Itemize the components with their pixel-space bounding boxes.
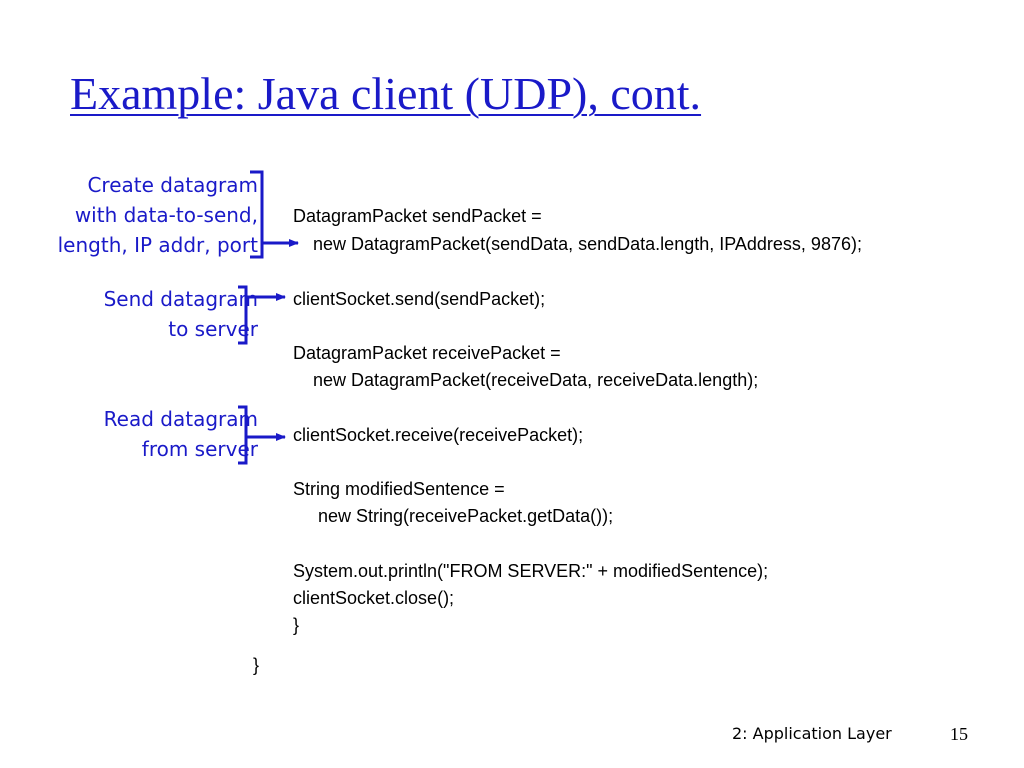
code-line: new DatagramPacket(receiveData, receiveD… [313, 370, 759, 390]
annotation-line: with data-to-send, [74, 203, 258, 227]
annotation-send-datagram: Send datagram to server [104, 284, 258, 344]
code-line: System.out.println("FROM SERVER:" + modi… [293, 561, 769, 581]
footer-section-label: 2: Application Layer [732, 724, 892, 743]
annotation-read-datagram: Read datagram from server [104, 404, 258, 464]
code-line: new DatagramPacket(sendData, sendData.le… [313, 234, 862, 254]
annotation-line: to server [168, 317, 258, 341]
annotation-line: length, IP addr, port [57, 233, 258, 257]
code-line: clientSocket.send(sendPacket); [293, 289, 546, 309]
annotation-line: from server [141, 437, 258, 461]
annotation-line: Read datagram [103, 407, 258, 431]
annotation-line: Create datagram [87, 173, 258, 197]
code-line: DatagramPacket sendPacket = [293, 206, 542, 226]
annotation-create-datagram: Create datagram with data-to-send, lengt… [58, 170, 258, 260]
code-line: String modifiedSentence = [293, 479, 505, 499]
code-closing-brace: } [293, 615, 300, 635]
code-line: new String(receivePacket.getData()); [318, 506, 614, 526]
annotation-line: Send datagram [103, 287, 258, 311]
code-line: clientSocket.close(); [293, 588, 455, 608]
slide-title: Example: Java client (UDP), cont. [70, 68, 702, 119]
page-number: 15 [950, 724, 968, 744]
code-line: DatagramPacket receivePacket = [293, 343, 561, 363]
code-closing-brace: } [253, 655, 260, 675]
code-line: clientSocket.receive(receivePacket); [293, 425, 584, 445]
